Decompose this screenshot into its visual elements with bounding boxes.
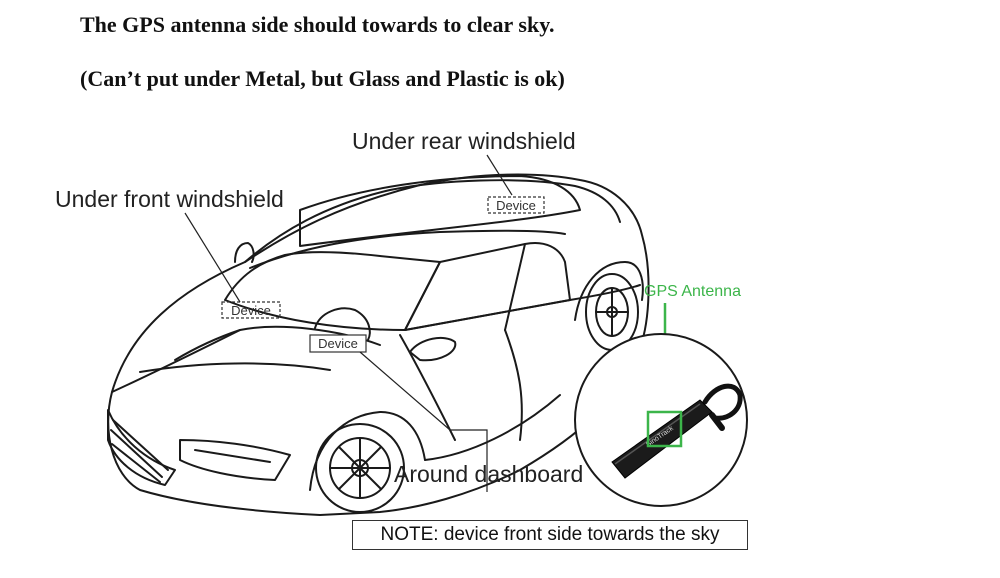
label-front-windshield: Under front windshield xyxy=(55,186,284,212)
label-gps-antenna: GPS Antenna xyxy=(644,283,741,300)
leader-rear-windshield xyxy=(486,154,513,196)
label-rear-windshield: Under rear windshield xyxy=(352,128,576,154)
device-label-rear: Device xyxy=(496,198,536,213)
device-box-rear xyxy=(487,196,545,214)
gps-antenna-device: SinoTrack xyxy=(611,383,743,479)
leader-dashboard xyxy=(359,351,488,492)
instruction-subheading: (Can’t put under Metal, but Glass and Pl… xyxy=(80,66,565,91)
device-label-front: Device xyxy=(231,303,271,318)
antenna-highlight-box xyxy=(646,410,683,448)
device-box-front xyxy=(221,301,281,319)
label-dashboard: Around dashboard xyxy=(394,461,583,487)
device-label-dashboard: Device xyxy=(318,336,358,351)
note-box: NOTE: device front side towards the sky xyxy=(352,520,748,550)
leader-front-windshield xyxy=(184,212,241,303)
instruction-heading: The GPS antenna side should towards to c… xyxy=(80,12,555,37)
device-box-dashboard xyxy=(309,334,367,353)
